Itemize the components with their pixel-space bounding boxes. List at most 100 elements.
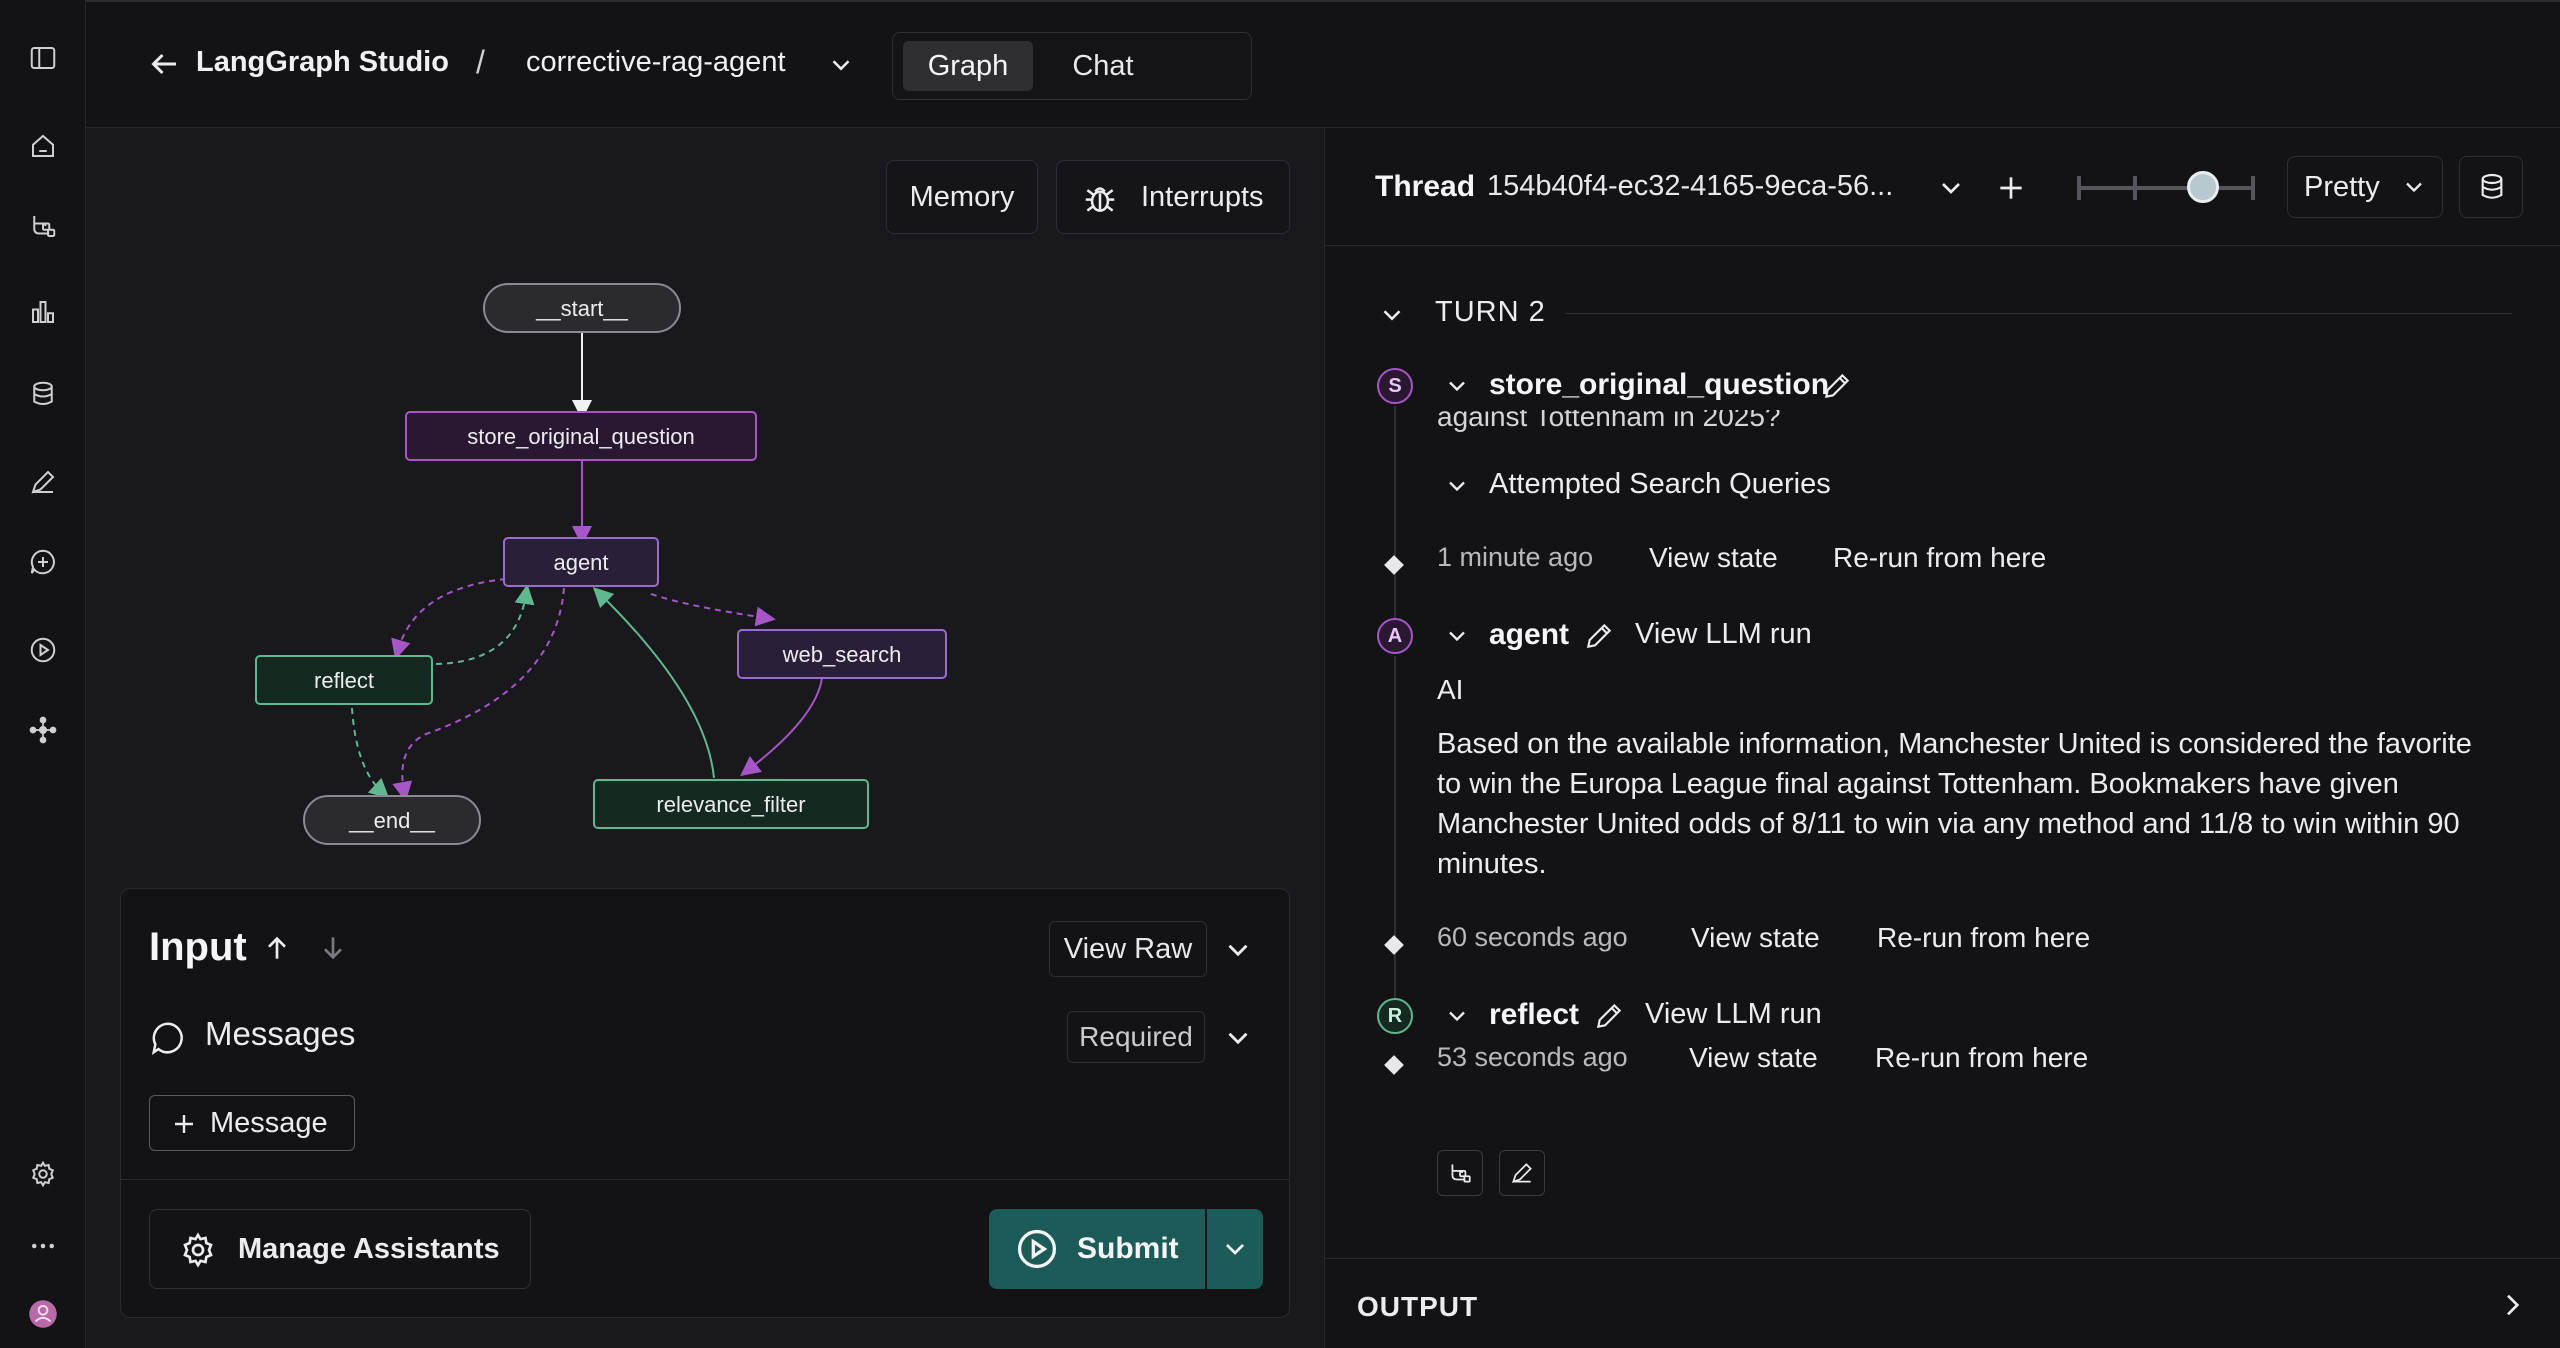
svg-text:relevance_filter: relevance_filter	[656, 792, 805, 817]
thread-toolbar: Thread 154b40f4-ec32-4165-9eca-56... Pre…	[1325, 128, 2560, 246]
chevron-down-icon[interactable]	[1443, 1002, 1471, 1030]
view-llm-run-link[interactable]: View LLM run	[1645, 998, 1822, 1030]
edit-pencil-icon[interactable]	[1593, 1000, 1625, 1032]
edge-websearch-relevance	[740, 677, 823, 777]
database-icon	[2481, 173, 2503, 199]
network-icon[interactable]	[23, 710, 63, 750]
edit-pencil-icon[interactable]	[1821, 370, 1853, 402]
slider-handle[interactable]	[2187, 171, 2219, 203]
turn-label: TURN 2	[1435, 296, 1546, 328]
add-message-button[interactable]: Message	[149, 1095, 355, 1151]
pen-icon[interactable]	[23, 462, 63, 502]
view-state-link[interactable]: View state	[1691, 922, 1820, 953]
chevron-down-icon[interactable]	[1221, 933, 1255, 967]
step-time: 60 seconds ago	[1437, 922, 1628, 952]
chevron-down-icon[interactable]	[826, 50, 856, 80]
truncated-state-text: against Tottenham in 2025?	[1437, 410, 1781, 432]
divider	[121, 1179, 1289, 1180]
node-store-original-question[interactable]: store_original_question	[405, 411, 757, 461]
view-tabs: Graph Chat	[892, 32, 1252, 100]
node-end[interactable]: __end__	[303, 795, 481, 845]
user-avatar-icon[interactable]	[23, 1294, 63, 1334]
svg-text:store_original_question: store_original_question	[467, 424, 695, 449]
chevron-down-icon[interactable]	[1443, 622, 1471, 650]
step-time: 53 seconds ago	[1437, 1042, 1628, 1072]
node-agent[interactable]: agent	[503, 537, 659, 587]
node-reflect[interactable]: reflect	[255, 655, 433, 705]
history-slider[interactable]	[2077, 171, 2255, 203]
play-circle-icon[interactable]	[23, 630, 63, 670]
interrupts-button[interactable]: Interrupts	[1056, 160, 1290, 234]
chevron-down-icon[interactable]	[1443, 472, 1471, 500]
checkpoint-marker	[1384, 555, 1404, 575]
view-mode-select[interactable]: Pretty	[2287, 156, 2443, 218]
memory-button[interactable]: Memory	[886, 160, 1038, 234]
divider	[1565, 313, 2512, 314]
slider-tick	[2133, 176, 2137, 200]
arrow-down-icon[interactable]	[317, 931, 349, 965]
chevron-right-icon[interactable]	[2496, 1289, 2528, 1321]
chevron-down-icon[interactable]	[1377, 300, 1407, 330]
breadcrumb-studio[interactable]: LangGraph Studio	[196, 46, 449, 78]
submit-label: Submit	[1077, 1232, 1179, 1265]
edge-reflect-end	[351, 707, 390, 799]
chat-add-icon[interactable]	[23, 542, 63, 582]
home-icon[interactable]	[23, 126, 63, 166]
thread-panel: Thread 154b40f4-ec32-4165-9eca-56... Pre…	[1324, 128, 2560, 1348]
required-badge: Required	[1067, 1011, 1205, 1063]
chevron-down-icon[interactable]	[1935, 172, 1967, 204]
attempted-search-queries-label[interactable]: Attempted Search Queries	[1489, 468, 1831, 500]
chevron-down-icon[interactable]	[1443, 372, 1471, 400]
node-badge-s: S	[1377, 368, 1413, 404]
view-state-link[interactable]: View state	[1649, 542, 1778, 573]
output-section[interactable]: OUTPUT	[1325, 1258, 2560, 1348]
open-graph-button[interactable]	[1437, 1150, 1483, 1196]
view-state-link[interactable]: View state	[1689, 1042, 1818, 1073]
manage-assistants-button[interactable]: Manage Assistants	[149, 1209, 531, 1289]
graph-selector[interactable]: corrective-rag-agent	[526, 46, 786, 78]
chart-bars-icon[interactable]	[23, 292, 63, 332]
back-arrow-icon[interactable]	[146, 46, 182, 82]
tab-chat[interactable]: Chat	[1072, 50, 1134, 82]
arrow-up-icon[interactable]	[261, 931, 293, 965]
submit-options-button[interactable]	[1207, 1209, 1263, 1289]
pen-icon	[1511, 1163, 1532, 1184]
view-llm-run-link[interactable]: View LLM run	[1635, 618, 1812, 650]
timeline-line	[1394, 656, 1396, 1016]
tab-graph[interactable]: Graph	[903, 41, 1033, 91]
edit-state-button[interactable]	[1499, 1150, 1545, 1196]
node-badge-r: R	[1377, 998, 1413, 1034]
submit-button[interactable]: Submit	[989, 1209, 1205, 1289]
node-relevance-filter[interactable]: relevance_filter	[593, 779, 869, 829]
more-dots-icon[interactable]	[23, 1226, 63, 1266]
settings-gear-icon[interactable]	[23, 1154, 63, 1194]
rerun-link[interactable]: Re-run from here	[1875, 1042, 2089, 1073]
edge-agent-websearch	[650, 593, 776, 627]
graph-icon[interactable]	[23, 206, 63, 246]
slider-tick	[2077, 176, 2081, 200]
svg-text:__start__: __start__	[535, 296, 628, 321]
toggle-sidebar-icon[interactable]	[23, 38, 63, 78]
edge-agent-reflect	[391, 578, 507, 660]
thread-label: Thread	[1375, 170, 1476, 203]
view-raw-button[interactable]: View Raw	[1049, 921, 1207, 977]
timeline-line	[1394, 406, 1396, 626]
database-icon[interactable]	[23, 374, 63, 414]
chevron-down-icon[interactable]	[1221, 1021, 1255, 1055]
edge-relevance-agent	[592, 586, 715, 779]
rerun-link[interactable]: Re-run from here	[1877, 922, 2091, 953]
state-database-button[interactable]	[2459, 156, 2523, 218]
play-circle-icon	[1017, 1229, 1057, 1269]
svg-text:__end__: __end__	[348, 808, 435, 833]
edit-pencil-icon[interactable]	[1583, 620, 1615, 652]
output-label: OUTPUT	[1357, 1291, 1479, 1322]
new-thread-plus-icon[interactable]	[1995, 172, 2027, 204]
step-node-name: reflect	[1489, 998, 1580, 1031]
checkpoint-marker	[1384, 935, 1404, 955]
rerun-link[interactable]: Re-run from here	[1833, 542, 2047, 573]
node-start[interactable]: __start__	[483, 283, 681, 333]
thread-selector[interactable]: 154b40f4-ec32-4165-9eca-56...	[1487, 170, 1894, 202]
bug-icon	[1085, 187, 1115, 212]
node-web-search[interactable]: web_search	[737, 629, 947, 679]
message-role: AI	[1437, 674, 1464, 705]
